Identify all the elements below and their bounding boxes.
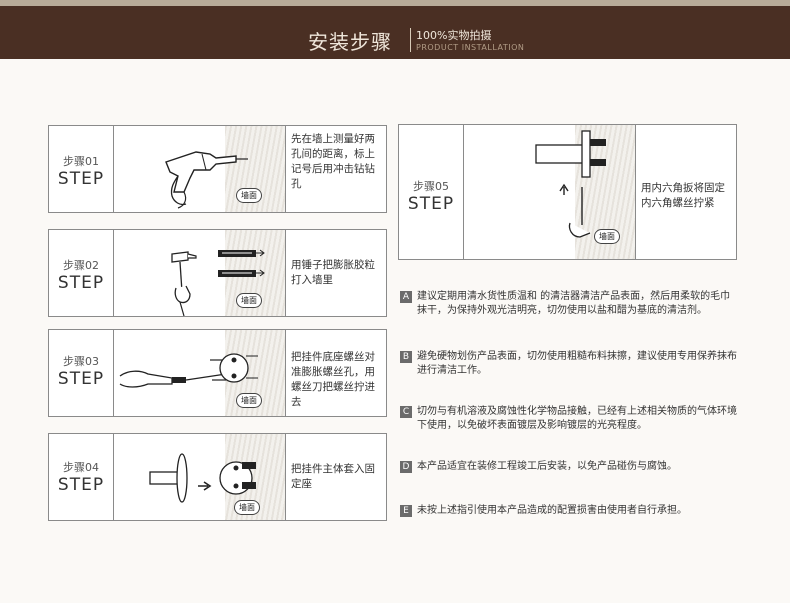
note-text: 建议定期用清水货性质温和 的清洁器清洁产品表面，然后用柔软的毛巾抹干，为保持外观… [417,291,731,316]
hammer-icon [171,249,265,316]
step-label: 步骤04 STEP [49,434,114,520]
step-word: STEP [57,369,105,389]
step-label: 步骤01 STEP [49,126,114,212]
note-key: E [400,505,412,517]
step-label: 步骤05 STEP [399,125,464,259]
wall-badge: 墙面 [594,229,620,244]
step-03-card: 步骤03 STEP 墙面 把挂件底座螺丝对准膨胀螺丝孔，用螺丝刀把螺丝拧进去 [48,329,387,417]
bracket-icon [149,453,256,503]
step-label: 步骤03 STEP [49,330,114,416]
step-02-card: 步骤02 STEP 墙面 用锤子把膨胀胶粒打入墙里 [48,229,387,317]
wall-badge: 墙面 [236,393,262,408]
step-word: STEP [57,169,105,189]
note-key: D [400,461,412,473]
step-number: 步骤01 [63,155,99,168]
note-key: C [400,406,412,418]
screwdriver-icon [119,353,258,388]
step-label: 步骤02 STEP [49,230,114,316]
step-text: 先在墙上测量好两孔间的距离，标上记号后用冲击钻钻孔 [291,133,375,190]
wall-badge: 墙面 [234,500,260,515]
note-text: 切勿与有机溶液及腐蚀性化学物品接触，已经有上述相关物质的气体环境下使用，以免破坏… [417,406,737,431]
header-subtitle: 100%实物拍摄 [416,29,492,42]
step-illustration: 墙面 [114,434,286,520]
step-illustration: 墙面 [464,125,636,259]
note-key: A [400,291,412,303]
step-05-card: 步骤05 STEP 墙面 用内六角扳将固定内六角螺丝拧紧 [398,124,737,260]
note-text: 避免硬物划伤产品表面，切勿使用粗糙布料抹擦，建议使用专用保养抹布进行清洁工作。 [417,351,737,376]
header-top-stripe [0,0,790,6]
header-bar: 安装步骤 100%实物拍摄 PRODUCT INSTALLATION [0,0,790,59]
page-title: 安装步骤 [308,30,392,54]
step-text: 把挂件主体套入固定座 [291,463,375,490]
note-key: B [400,351,412,363]
wall-badge: 墙面 [236,188,262,203]
step-number: 步骤03 [63,355,99,368]
step-01-card: 步骤01 STEP 墙面 先在墙上测量好两孔间的距离，标上记号后用冲击钻钻孔 [48,125,387,213]
header-subtitle-en: PRODUCT INSTALLATION [416,43,525,52]
step-number: 步骤05 [413,180,449,193]
step-word: STEP [57,273,105,293]
note-text: 本产品适宜在装修工程竣工后安装，以免产品碰伤与腐蚀。 [417,461,677,472]
step-text: 用锤子把膨胀胶粒打入墙里 [291,259,375,286]
note-text: 未按上述指引使用本产品造成的配置损害由使用者自行承担。 [417,505,687,516]
step-illustration: 墙面 [114,330,286,416]
step-text: 把挂件底座螺丝对准膨胀螺丝孔，用螺丝刀把螺丝拧进去 [291,351,375,408]
header-divider [410,28,411,52]
drill-icon [165,151,248,209]
hex-key-icon [535,130,606,238]
step-text: 用内六角扳将固定内六角螺丝拧紧 [641,182,725,209]
step-04-card: 步骤04 STEP 墙面 把挂件主体套入固定座 [48,433,387,521]
step-number: 步骤02 [63,259,99,272]
step-number: 步骤04 [63,461,99,474]
wall-badge: 墙面 [236,293,262,308]
step-word: STEP [407,194,455,214]
step-illustration: 墙面 [114,126,286,212]
step-word: STEP [57,475,105,495]
step-illustration: 墙面 [114,230,286,316]
